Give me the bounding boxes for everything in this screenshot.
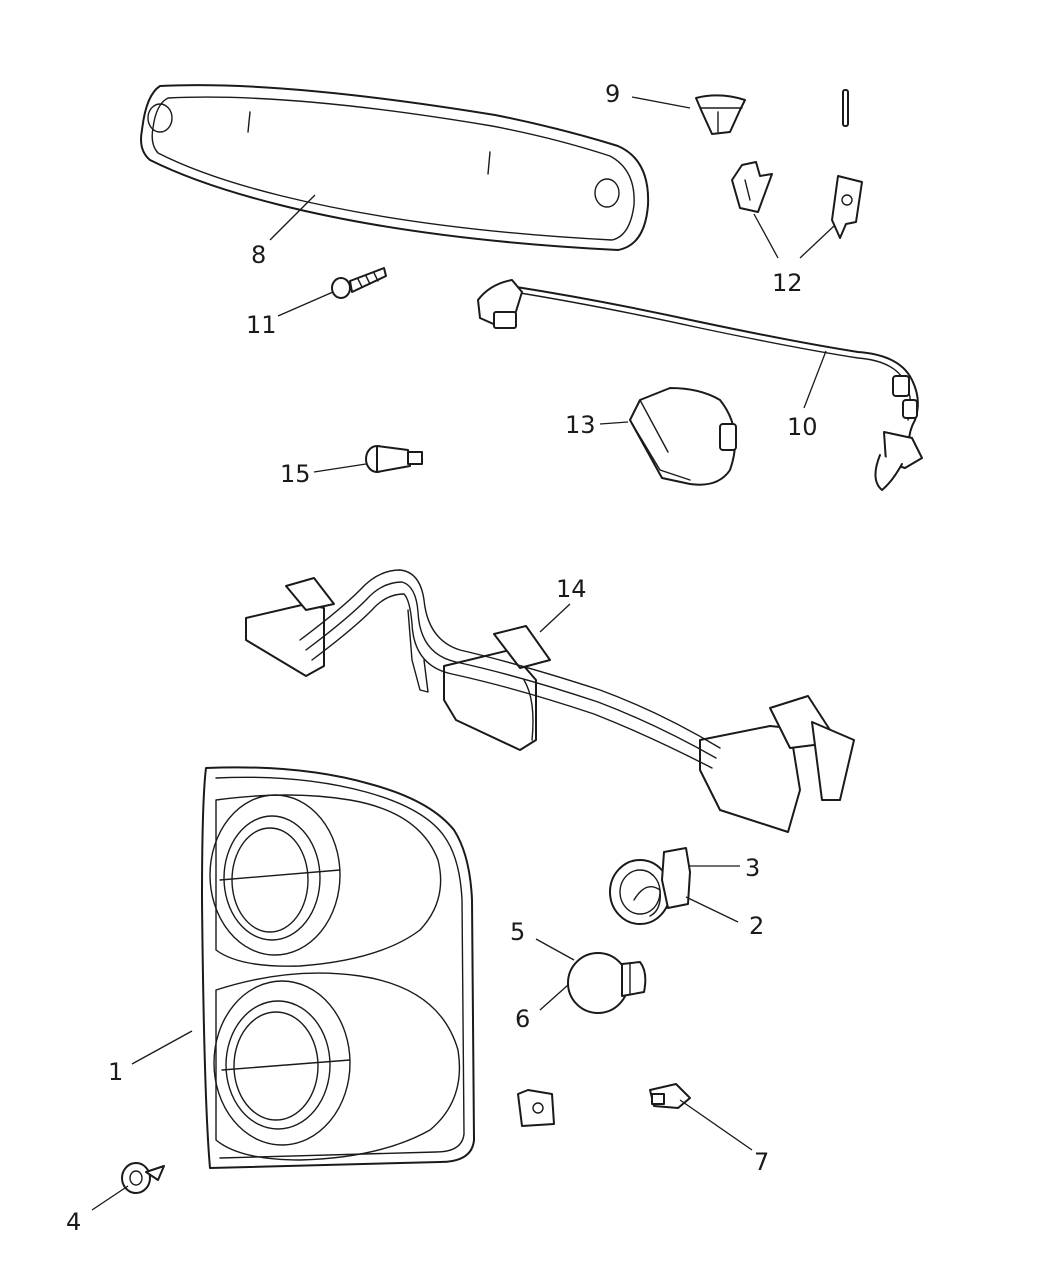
callout-12: 12 <box>772 269 803 297</box>
callout-8: 8 <box>251 241 266 269</box>
part-15-wedge-bulb[interactable] <box>365 445 423 473</box>
part-7-push-pin[interactable] <box>649 1083 691 1109</box>
part-10-wire-harness[interactable] <box>477 279 923 491</box>
part-13-socket-cover[interactable] <box>629 387 737 486</box>
part-2-3-socket[interactable] <box>609 847 691 925</box>
part-4-screw[interactable] <box>121 1162 165 1194</box>
part-12-spring-nut-a[interactable] <box>731 161 773 213</box>
callout-7: 7 <box>754 1148 769 1176</box>
leader-lines <box>91 96 835 1211</box>
part-9-push-clip[interactable] <box>695 94 746 135</box>
callout-15: 15 <box>280 460 311 488</box>
callout-4: 4 <box>66 1208 81 1236</box>
callout-1: 1 <box>108 1058 123 1086</box>
callout-2: 2 <box>749 912 764 940</box>
callout-3: 3 <box>745 854 760 882</box>
callout-11: 11 <box>246 311 277 339</box>
callout-13: 13 <box>565 411 596 439</box>
callout-10: 10 <box>787 413 818 441</box>
part-5-6-bulb[interactable] <box>567 952 647 1014</box>
part-1-tail-lamp[interactable] <box>201 766 475 1169</box>
part-12-spring-nut-b[interactable] <box>831 175 863 239</box>
callout-5: 5 <box>510 918 525 946</box>
callout-6: 6 <box>515 1005 530 1033</box>
callout-14: 14 <box>556 575 587 603</box>
part-14-tail-lamp-harness[interactable] <box>245 569 855 833</box>
part-11-screw[interactable] <box>331 267 387 299</box>
part-8-high-mount-stop-lamp[interactable] <box>140 84 650 251</box>
callout-labels: 9 8 12 11 10 13 15 14 3 2 5 6 1 7 4 <box>66 80 818 1236</box>
part-clip[interactable] <box>517 1089 555 1127</box>
callout-9: 9 <box>605 80 620 108</box>
part-pin[interactable] <box>842 89 849 127</box>
